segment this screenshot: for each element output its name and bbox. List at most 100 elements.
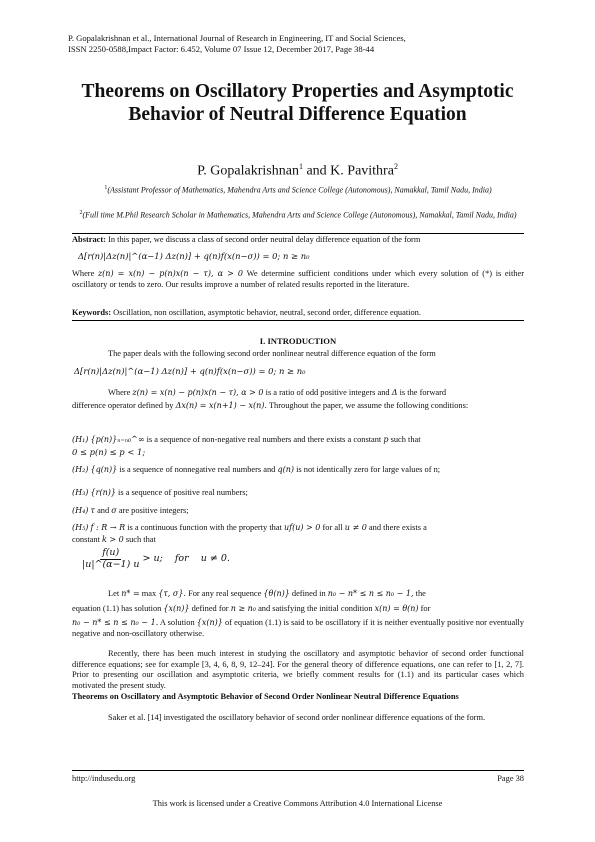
author-2-sup: 2 [393,162,398,171]
h4-text: are positive integers; [116,506,189,515]
h5-u: u ≠ 0 [344,523,367,532]
n-ge-n0: n ≥ n₀ [230,604,256,613]
h1-tail: such that [388,435,421,444]
abstract-line-1: Abstract: In this paper, we discuss a cl… [72,235,524,246]
affiliation-2-sup: 2 [79,210,83,216]
h1-sequence: {p(n)}ₙ₌ₙ₀^∞ [90,435,145,444]
author-line: P. Gopalakrishnan1 and K. Pavithra2 [60,162,535,180]
header-line-2: ISSN 2250-0588,Impact Factor: 6.452, Vol… [68,44,375,54]
abstract-body-text: We determine sufficient conditions under… [72,269,524,289]
affiliation-1-text: (Assistant Professor of Mathematics, Mah… [107,185,492,195]
h5-uf: uf(u) > 0 [283,523,321,532]
h5-fraction: f(u) |u|^(α−1) u [82,547,140,570]
running-header: P. Gopalakrishnan et al., International … [68,33,538,55]
condition-h1: (H₁) {p(n)}ₙ₌ₙ₀^∞ is a sequence of non-n… [72,435,421,446]
h1-p: p [383,435,389,444]
h5-frac-num: f(u) [100,547,122,560]
author-1-sup: 1 [298,162,303,171]
intro-paragraph-recent: Recently, there has been much interest i… [72,649,524,690]
intro-oscillatory-def: n₀ − n* ≤ n ≤ n₀ − 1. A solution {x(n)} … [72,618,524,639]
h3-symbol: (H₃) [72,488,89,497]
h5-k: k > 0 [102,535,124,544]
subsection-heading: Theorems on Oscillatory and Asymptotic B… [72,692,459,701]
diff-def-b: Throughout the paper, we assume the foll… [266,401,469,410]
p4-a: A solution [158,618,197,627]
intro-where-tail-1: is a ratio of odd positive integers and [263,388,392,397]
intro-where-line: Where z(n) = x(n) − p(n)x(n − τ), α > 0 … [108,388,446,399]
license-notice: This work is licensed under a Creative C… [152,799,443,808]
xn-seq: {x(n)} [163,604,190,613]
h4-and: and [94,506,112,515]
h5-frac-den: |u|^(α−1) u [82,558,140,570]
h5-ineq: > u; for u ≠ 0. [139,552,230,564]
let-range: n₀ − n* ≤ n ≤ n₀ − 1, [327,589,414,598]
h5-function: f : R → R [90,523,126,532]
keywords-bottom-rule [72,320,524,321]
h1-symbol: (H₁) [72,435,89,444]
h2-sequence: {q(n)} [90,465,118,474]
h4-sigma: σ [111,506,117,515]
affiliation-2: 2(Full time M.Phil Research Scholar in M… [78,208,518,221]
h4-symbol: (H₄) [72,506,89,515]
header-line-1: P. Gopalakrishnan et al., International … [68,33,406,43]
paper-title: Theorems on Oscillatory Properties and A… [81,81,514,125]
author-and: and [302,163,331,179]
diff-def-eq: Δx(n) = x(n+1) − x(n). [175,401,267,410]
abstract-where: Where [72,269,95,278]
theta-seq: {θ(n)} [263,589,290,598]
h5-tail: and there exists a [366,523,427,532]
let-p2-c: the [413,589,426,598]
abstract-equation: Δ[r(n)|Δz(n)|^(α−1) Δz(n)] + q(n)f(x(n−σ… [78,251,310,261]
h5-forall: for all [320,523,345,532]
h5-fraction-inequality: f(u) |u|^(α−1) u > u; for u ≠ 0. [82,547,230,570]
affiliation-1: 1(Assistant Professor of Mathematics, Ma… [78,183,518,196]
let-p2-a: For any real sequence [185,589,264,598]
h5-constant-line: constant k > 0 such that [72,535,156,546]
intro-diff-operator: difference operator defined by Δx(n) = x… [72,401,524,412]
h1-inequality: 0 ≤ p(n) ≤ p < 1; [72,447,146,457]
intro-solution-line: equation (1.1) has solution {x(n)} defin… [72,604,430,615]
h3-text: is a sequence of positive real numbers; [115,488,248,497]
intro-where: Where [108,388,131,397]
p4-range: n₀ − n* ≤ n ≤ n₀ − 1. [72,618,159,627]
affiliation-2-text: (Full time M.Phil Research Scholar in Ma… [82,210,517,220]
author-1: P. Gopalakrishnan [197,163,299,179]
let-p2-b: defined in [289,589,328,598]
p3-a: equation (1.1) has solution [72,604,164,613]
h5-such: such that [123,535,156,544]
condition-h2: (H₂) {q(n)} is a sequence of nonnegative… [72,465,440,476]
keywords-line: Keywords: Oscillation, non oscillation, … [72,308,524,319]
h5-const: constant [72,535,103,544]
intro-equation-1-1: Δ[r(n)|Δz(n)|^(α−1) Δz(n)] + q(n)f(x(n−σ… [74,366,306,376]
xn-seq-2: {x(n)} [196,618,223,627]
max-set: {τ, σ}. [158,589,186,598]
p4-b: of equation (1.1) is said to be oscillat… [72,618,524,638]
let-word: Let [108,589,120,598]
condition-h3: (H₃) {r(n)} is a sequence of positive re… [72,488,248,499]
p3-c: and satisfying the initial condition [256,604,375,613]
abstract-body: Where z(n) = x(n) − p(n)x(n − τ), α > 0 … [72,269,524,290]
abstract-top-rule [72,233,524,234]
initial-condition: x(n) = θ(n) [374,604,419,613]
condition-h5: (H₅) f : R → R is a continuous function … [72,523,427,534]
footer-rule [72,770,524,771]
h2-tail: is not identically zero for large values… [293,465,441,474]
h2-q: q(n) [277,465,294,474]
abstract-label: Abstract: [72,235,106,244]
keywords-label: Keywords: [72,308,112,317]
affiliation-1-sup: 1 [104,185,108,191]
h1-text: is a sequence of non-negative real numbe… [144,435,384,444]
section-heading-introduction: I. INTRODUCTION [259,336,337,346]
p3-b: defined for [189,604,231,613]
intro-paragraph-1: The paper deals with the following secon… [108,349,436,358]
h4-tau: τ [90,506,95,515]
diff-def-a: difference operator defined by [72,401,174,410]
p3-d: for [418,604,431,613]
author-2: K. Pavithra [330,163,394,179]
intro-where-tail-2: is the forward [397,388,447,397]
h2-symbol: (H₂) [72,465,89,474]
h2-text: is a sequence of nonnegative real number… [117,465,278,474]
footer-url[interactable]: http://indusedu.org [72,774,136,783]
h3-sequence: {r(n)} [90,488,116,497]
